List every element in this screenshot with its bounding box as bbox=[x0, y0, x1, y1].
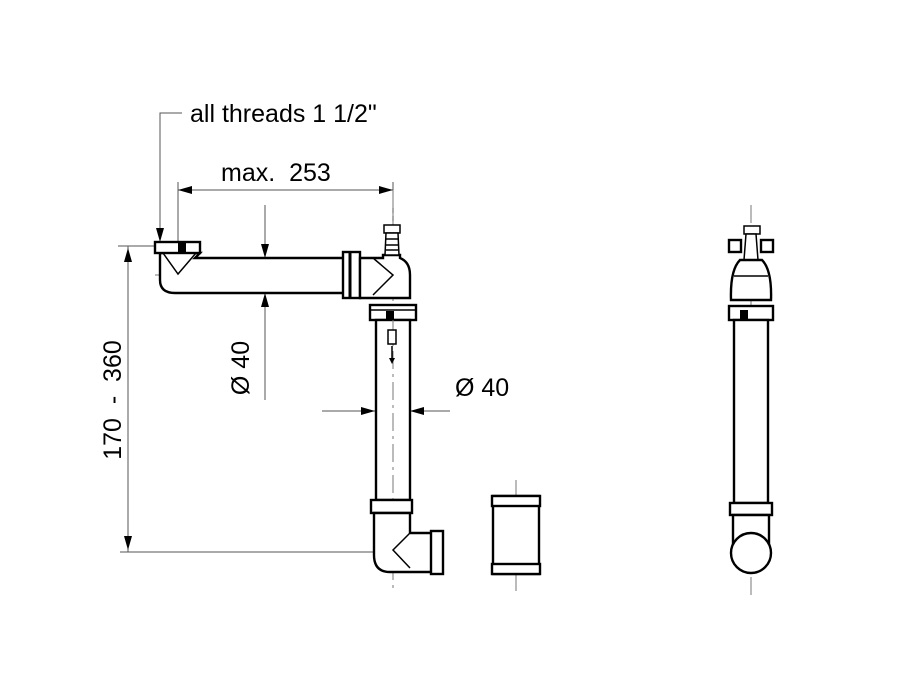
threads-label: all threads 1 1/2" bbox=[190, 100, 377, 128]
horizontal-pipe-diameter-label: Ø 40 bbox=[227, 341, 255, 395]
max-length-dimension bbox=[177, 182, 394, 290]
height-dimension bbox=[118, 245, 378, 553]
extension-pipe-piece bbox=[490, 480, 542, 592]
max-length-label: max. 253 bbox=[221, 159, 331, 187]
height-range-label: 170 - 360 bbox=[99, 340, 127, 460]
threads-leader bbox=[156, 112, 182, 242]
vertical-pipe-diameter-label: Ø 40 bbox=[455, 374, 509, 402]
siphon-front-view bbox=[153, 190, 445, 592]
horizontal-pipe-diameter-dimension bbox=[261, 205, 269, 400]
siphon-side-view bbox=[727, 205, 775, 597]
